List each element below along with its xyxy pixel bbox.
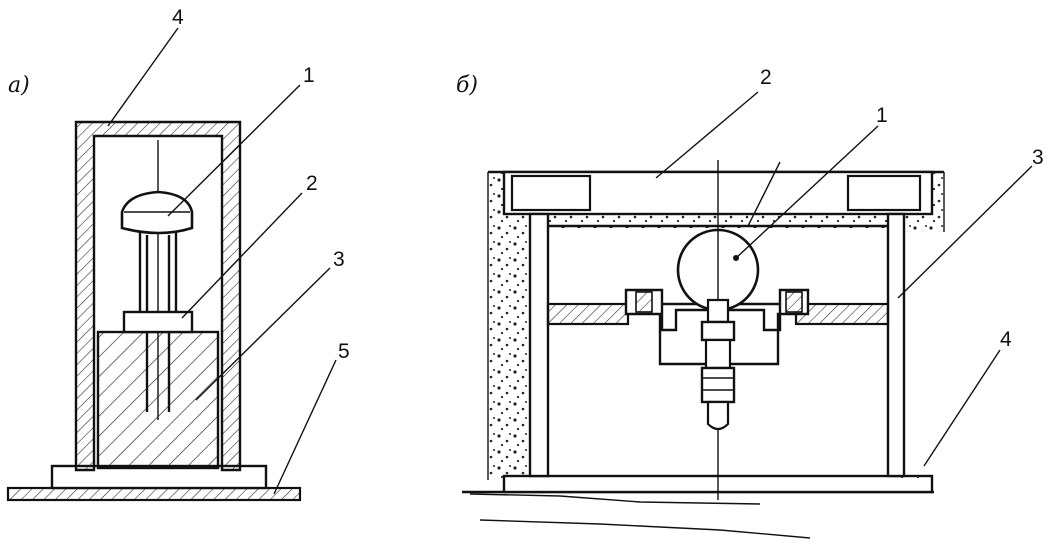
figure-b-callout-2: 2 [760,66,772,89]
figure-a-ground [6,486,302,502]
figure-b-walls [528,212,906,478]
figure-a-callout-2: 2 [306,172,318,195]
figure-a: a) [6,6,350,502]
figure-a-callout-3: 3 [333,248,345,271]
figure-a-callout-1: 1 [303,64,315,87]
figure-a-callout-4: 4 [172,6,184,29]
figure-b-leaders [655,91,1033,467]
figure-a-cover [74,120,242,472]
figure-a-leaders [107,27,337,495]
figure-b-bolt [700,160,736,500]
figure-b-callout-3: 3 [1032,146,1044,169]
figure-b-label: б) [456,73,478,98]
figure-b-ground [462,490,934,539]
figure-a-label: a) [8,73,30,98]
figure-a-mark-head [120,190,194,235]
figure-b-callout-1: 1 [876,104,888,127]
figure-a-callout-5: 5 [338,340,350,363]
figure-b-callout-4: 4 [1000,328,1012,351]
figure-b: б) [456,66,1044,539]
figure-a-plate [122,310,194,334]
